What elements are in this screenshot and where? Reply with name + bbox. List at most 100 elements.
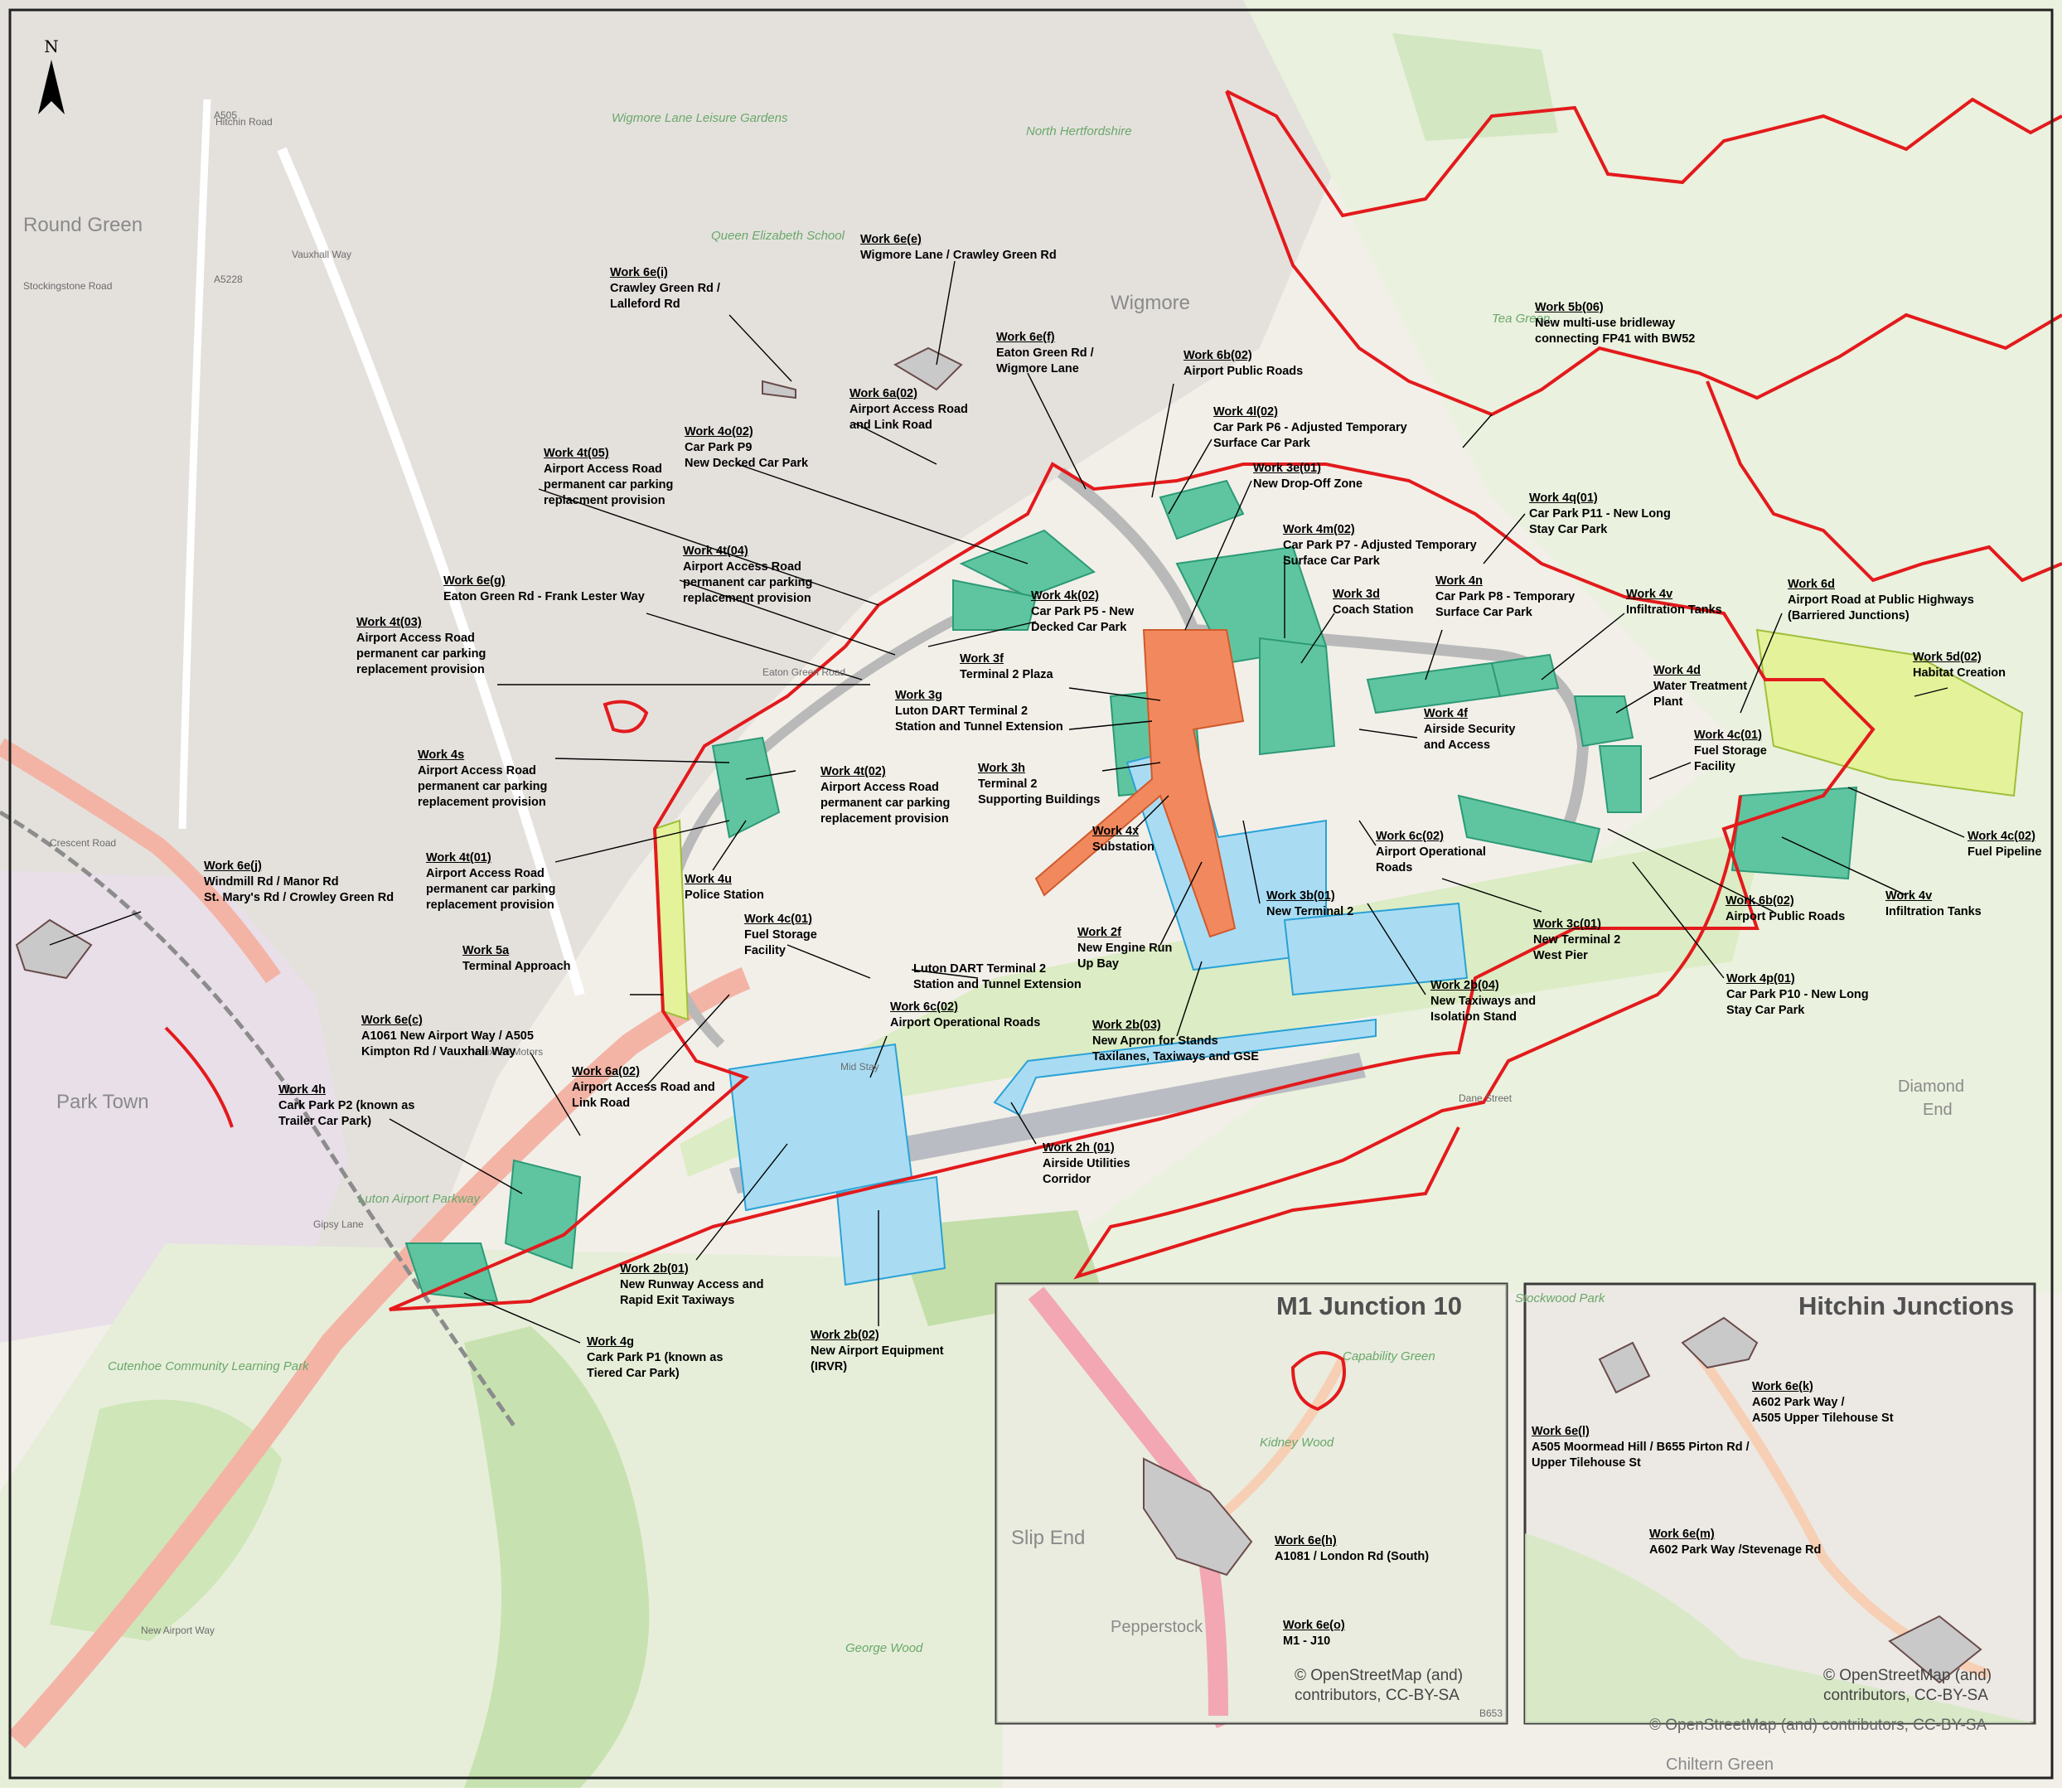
work-label-text: Crawley Green Rd / [610,282,720,295]
place-name: Vauxhall Way [292,249,352,260]
road-vauxhall-way [277,147,585,996]
work-label-text: M1 - J10 [1283,1635,1331,1648]
inset-hitchin-junction-l [1598,1341,1651,1394]
work-label-code: Work 3f [960,652,1004,666]
work-label-text: Infiltration Tanks [1885,905,1982,918]
place-name: Queen Elizabeth School [711,229,845,243]
work-label-text: permanent car parking [418,780,548,793]
work-label-text: permanent car parking [544,478,674,492]
work-label-code: Work 4g [587,1335,634,1349]
work-label-code: Work 4d [1653,664,1701,677]
credit-line: contributors, CC-BY-SA [1823,1687,1988,1704]
work-label-code: Work 3e(01) [1253,462,1321,475]
work-label-text: Rapid Exit Taxiways [620,1294,735,1307]
boundary-west-stub [164,1026,234,1128]
inset-hitchin-junction-m [1888,1615,1982,1684]
work-label-text: Corridor [1043,1173,1091,1186]
inset-m1-junction [1143,1457,1253,1576]
work-label-text: replacement provision [820,812,949,826]
work-label-text: Airport Public Roads [1183,365,1304,378]
railway [0,810,516,1427]
work-label-text: Habitat Creation [1913,666,2006,680]
work-label-text: St. Mary's Rd / Crowley Green Rd [204,891,394,904]
work-label-code: Work 2h (01) [1043,1141,1115,1155]
work-label-text: Decked Car Park [1031,621,1127,634]
work-label-text: Taxilanes, Taxiways and GSE [1092,1050,1259,1063]
work-label-code: Work 5d(02) [1913,651,1982,664]
work-label: Work 6e(o)M1 - J10 [1283,1618,1345,1649]
work-label-code: Work 2b(01) [620,1262,689,1276]
place-name: A505 [214,109,238,121]
work-area-4p [1730,786,1858,880]
place-name: Kidney Wood [1260,1436,1334,1450]
order-limits-boundary [389,462,1876,1311]
work-label-text: permanent car parking [683,576,813,589]
work-label-code: Work 6e(c) [361,1014,423,1027]
work-label-text: A505 Moormead Hill / B655 Pirton Rd / [1532,1441,1750,1454]
work-label-text: Airport Operational [1376,845,1486,859]
work-label-text: Airport Access Road and [572,1081,715,1094]
work-label-text: Kimpton Rd / Vauxhall Way [361,1045,516,1058]
inset-hitchin-green [1525,1533,2035,1723]
work-label: Work 3b(01) New Terminal 2 [1266,889,1353,920]
work-label-code: Work 4q(01) [1529,492,1598,505]
work-label-text: Cark Park P2 (known as [278,1099,415,1112]
work-label-text: Infiltration Tanks [1626,603,1722,617]
work-label-code: Work 4t(03) [356,616,422,629]
north-letter: N [44,36,59,56]
work-label-text: New Terminal 2 [1266,905,1354,918]
work-label-text: New Drop-Off Zone [1253,477,1363,491]
work-label-text: Airport Access Road [849,403,968,416]
work-label-text: Surface Car Park [1435,606,1532,619]
road-hitchin [178,99,211,830]
work-label-text: Trailer Car Park) [278,1115,372,1128]
work-area-4q [1490,653,1560,698]
work-label-text: New Apron for Stands [1092,1034,1218,1048]
place-name: End [1923,1101,1953,1119]
work-label-code: Work 3h [978,762,1025,775]
work-label-text: Airport Access Road [426,867,545,880]
work-label-text: Airside Utilities [1043,1157,1130,1170]
road-new-airport-way [7,967,751,1749]
work-label-code: Work 4t(01) [426,851,491,865]
inset-credit-m1: © OpenStreetMap (and) contributors, CC-B… [1295,1666,1463,1706]
work-label-text: Surface Car Park [1213,437,1310,450]
work-label-text: Cark Park P1 (known as [587,1351,724,1364]
place-name: North Hertfordshire [1026,124,1132,138]
work-label-code: Work 6e(j) [204,860,262,873]
work-label-text: A505 Upper Tilehouse St [1752,1412,1894,1425]
work-area-5d [1755,628,2024,797]
work-label-text: Tiered Car Park) [587,1367,680,1380]
work-label-text: New Engine Run [1077,942,1173,955]
place-name: Eaton Green Road [762,666,846,678]
work-label-code: Work 4c(02) [1968,830,2035,843]
work-label-text: Airport Operational Roads [890,1016,1041,1029]
place-name: Chiltern Green [1666,1756,1774,1774]
place-name: Dane Street [1459,1092,1513,1104]
work-label-code: Work 4f [1424,707,1468,720]
place-name: Cutenhoe Community Learning Park [108,1359,309,1373]
work-label: Work 6e(e)Wigmore Lane / Crawley Green R… [860,232,1057,264]
woodland-south [50,1399,282,1641]
work-label: Work 6c(02)Airport Operational Roads [890,1000,1040,1031]
countryside-east [995,0,2062,1293]
work-label-code: Work 3b(01) [1266,889,1335,903]
work-label-text: New Taxiways and [1430,995,1537,1008]
work-label-code: Work 4t(04) [683,545,748,558]
work-label-code: Work 4o(02) [685,425,753,438]
road-crescent [0,738,282,984]
